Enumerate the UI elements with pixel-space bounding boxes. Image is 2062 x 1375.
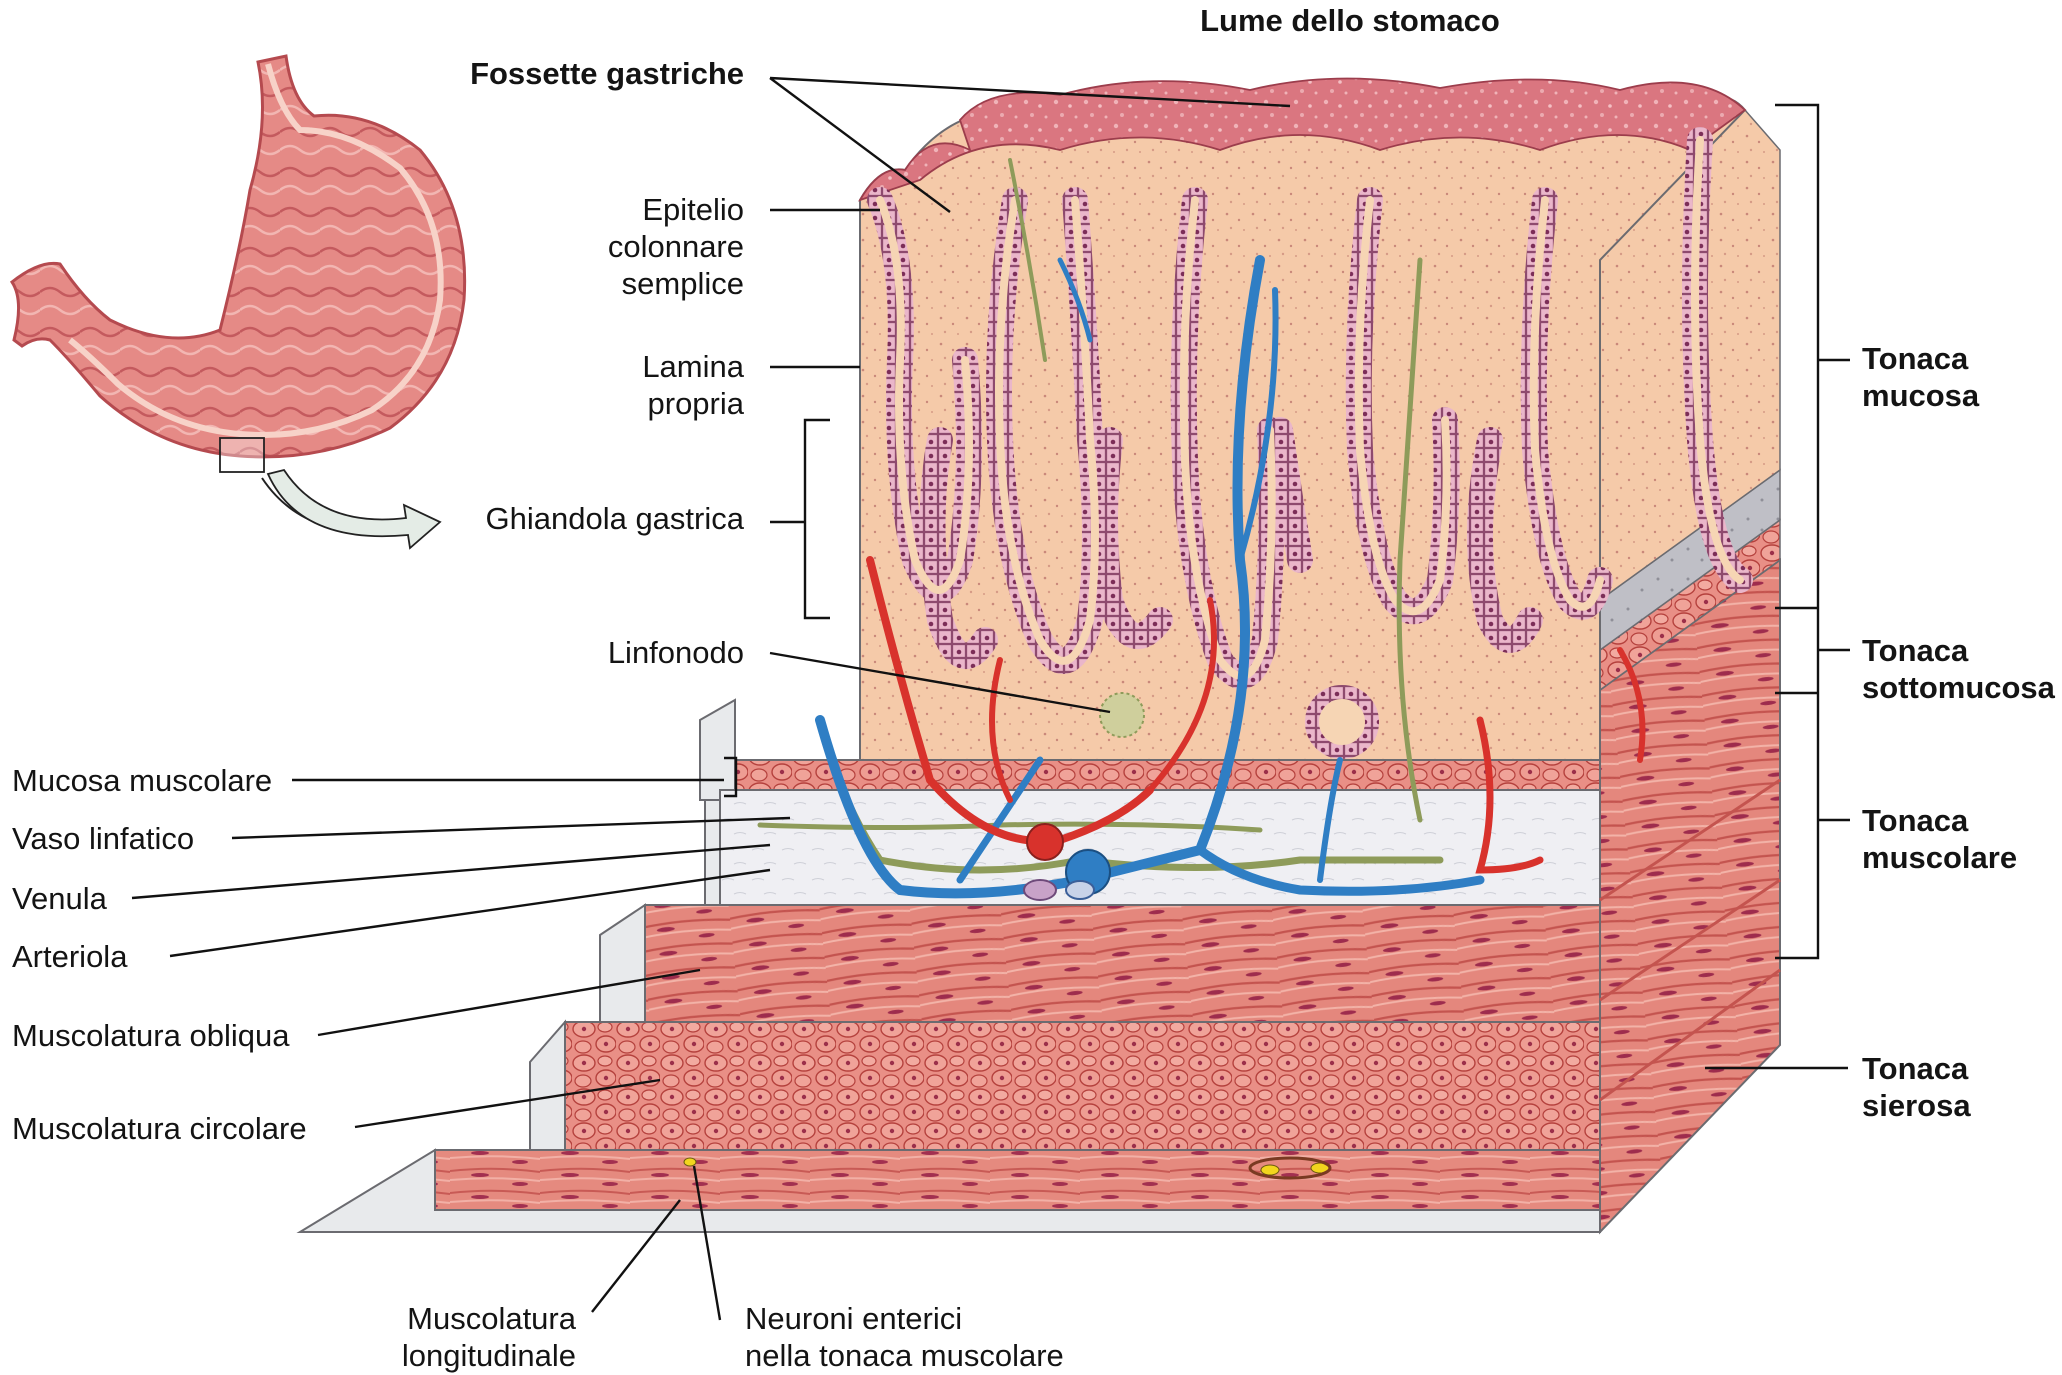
label-arteriole: Arteriola (12, 939, 128, 974)
label-muscularis-mucosae: Mucosa muscolare (12, 763, 273, 798)
leader-lines (131, 76, 1850, 1321)
label-circular-muscle: Muscolatura circolare (12, 1111, 307, 1146)
label-lymphatic-vessel: Vaso linfatico (12, 821, 195, 856)
label-venule: Venula (12, 881, 107, 916)
label-oblique-muscle: Muscolatura obliqua (12, 1018, 290, 1053)
label-lymph-node: Linfonodo (607, 635, 744, 670)
label-gastric-gland: Ghiandola gastrica (485, 501, 745, 536)
stomach-lumen-title: Lume dello stomaco (1200, 3, 1500, 38)
stomach-thumbnail (9, 54, 467, 550)
label-gastric-pits: Fossette gastriche (470, 56, 744, 91)
